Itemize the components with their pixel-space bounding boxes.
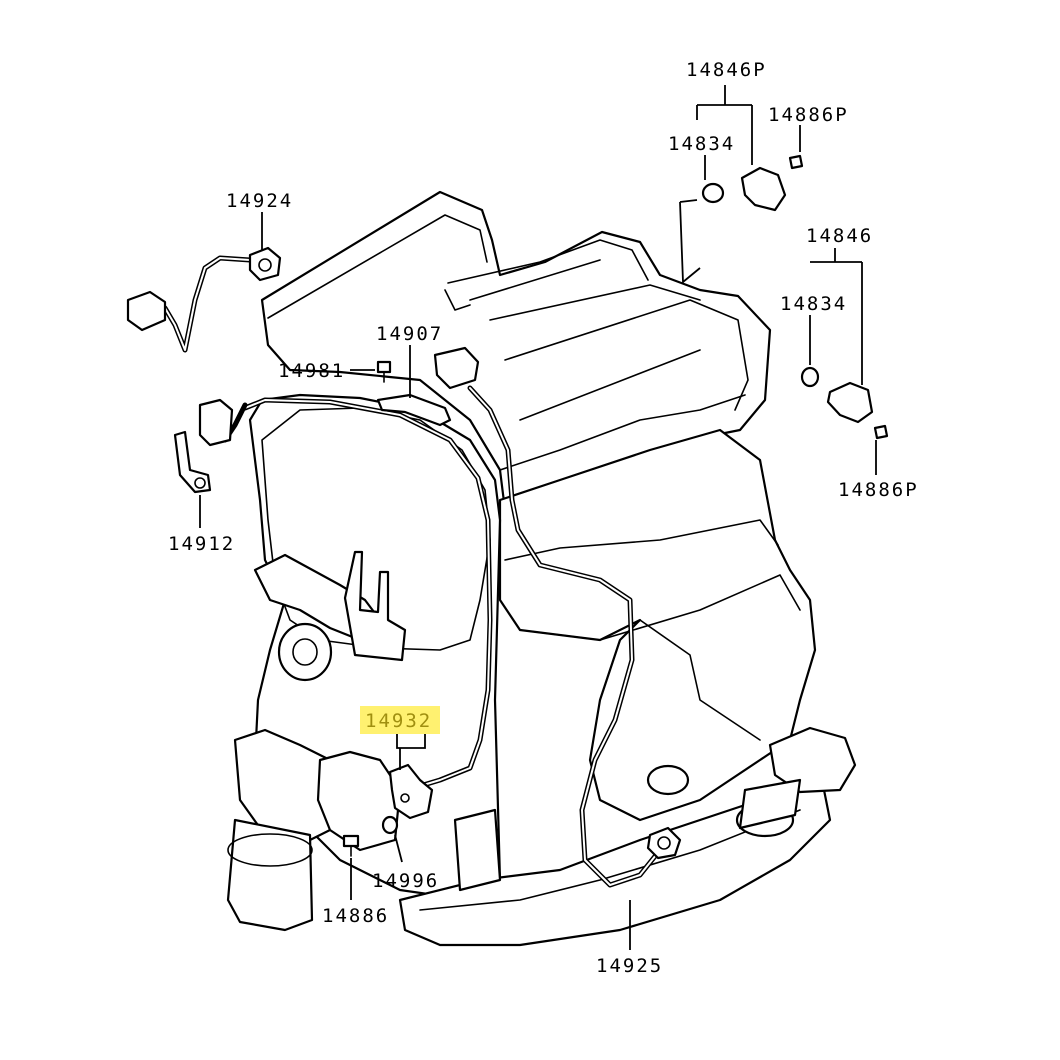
label-14924[interactable]: 14924	[226, 190, 293, 212]
part-14932-sensor	[388, 763, 434, 820]
part-14924-sensor	[126, 246, 282, 332]
label-14846[interactable]: 14846	[806, 225, 873, 247]
label-14834-right[interactable]: 14834	[780, 293, 847, 315]
cover-edge	[444, 289, 746, 471]
label-14932[interactable]: 14932	[365, 710, 432, 732]
label-14996[interactable]: 14996	[372, 870, 439, 892]
cover-ridge-1	[267, 214, 488, 319]
crank-pulley	[226, 818, 314, 932]
thermostat-outlet	[768, 726, 857, 794]
cover-ridge-4	[504, 299, 749, 421]
leader-lines	[199, 85, 877, 950]
outlet-pipe	[738, 778, 802, 830]
label-14907[interactable]: 14907	[376, 323, 443, 345]
block-right	[498, 428, 817, 822]
part-14846P-sensor	[701, 154, 804, 212]
label-14886[interactable]: 14886	[322, 905, 389, 927]
block-rib-1	[504, 519, 779, 561]
water-pump-pulley	[277, 622, 333, 682]
label-14834-top[interactable]: 14834	[668, 133, 735, 155]
engine-block	[226, 190, 857, 947]
part-14925-sensor	[646, 826, 682, 860]
crank-pulley-face	[227, 833, 313, 867]
label-14925[interactable]: 14925	[596, 955, 663, 977]
harness-knock-core	[164, 257, 251, 351]
part-14907-bracket	[376, 346, 480, 427]
label-14912[interactable]: 14912	[168, 533, 235, 555]
lower-timing-plate	[316, 750, 402, 852]
oil-filler	[646, 764, 690, 796]
part-labels: 14846P 14886P 14834 14924 14846 14834 14…	[168, 59, 919, 977]
harness-long-core	[469, 387, 661, 886]
block-rib-2	[519, 574, 801, 641]
label-14886P-top[interactable]: 14886P	[768, 104, 849, 126]
cover-ridge-3	[469, 259, 701, 321]
harness-timing-loop-core	[244, 399, 491, 787]
oil-pan-line	[419, 809, 801, 911]
part-14886-bolt	[342, 834, 360, 857]
engine-mount	[343, 550, 407, 662]
label-14846P[interactable]: 14846P	[686, 59, 767, 81]
part-14932-highlight	[360, 706, 440, 734]
pulley-hub	[292, 638, 318, 666]
label-14981[interactable]: 14981	[278, 360, 345, 382]
cover-ridge-2	[447, 239, 649, 284]
part-14846-sensor	[800, 366, 889, 440]
block-rib-3	[639, 619, 761, 741]
cover-box	[453, 808, 502, 892]
part-14996-grommet	[381, 815, 399, 835]
label-14886P-right[interactable]: 14886P	[838, 479, 919, 501]
part-14981-bolt	[376, 360, 392, 383]
harness-knock	[162, 255, 253, 353]
part-14912-bracket	[173, 398, 234, 494]
